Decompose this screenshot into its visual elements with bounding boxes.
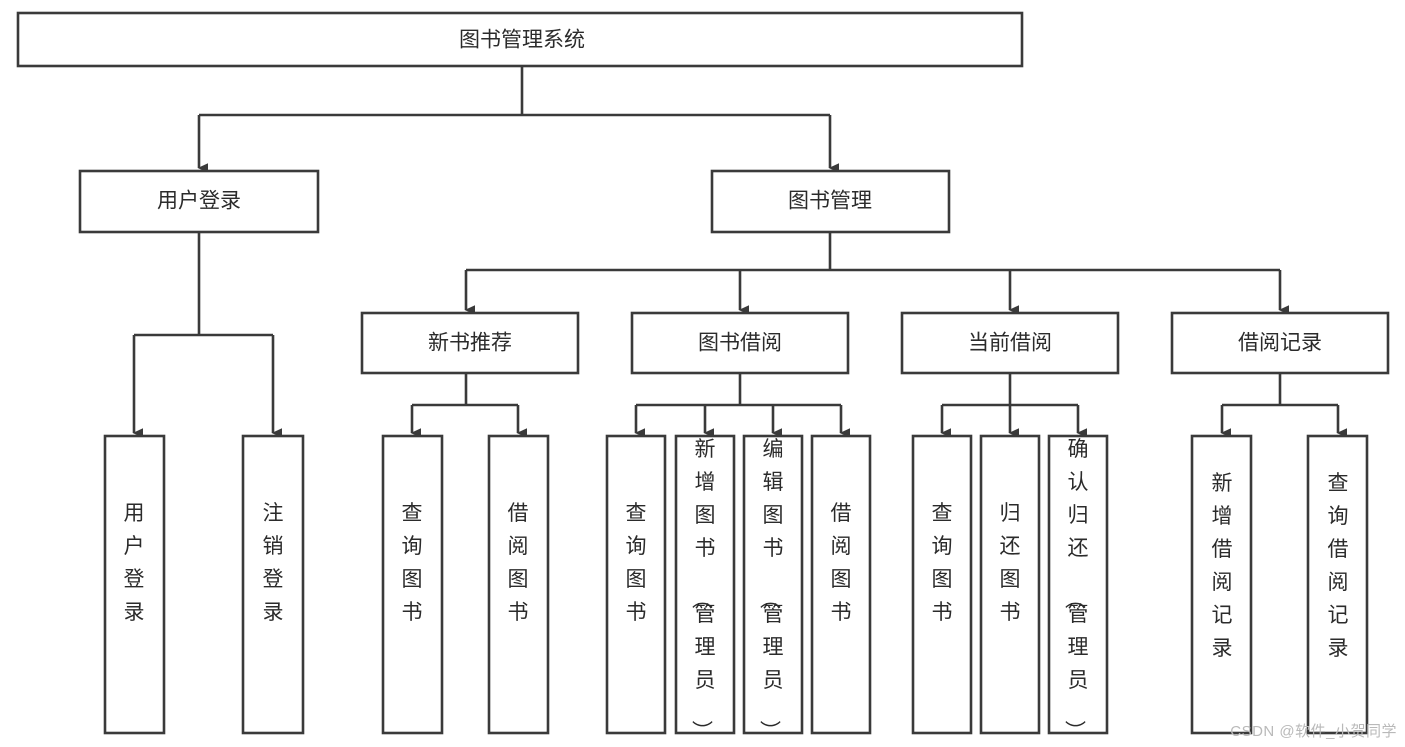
leaf-borrow-book-1-label: 借阅图书 bbox=[508, 502, 529, 624]
node-book-borrow-box bbox=[630, 311, 850, 375]
leaf-borrow-book-1-box bbox=[487, 434, 550, 735]
leaf-edit-book-box bbox=[742, 434, 804, 735]
leaf-query-book-3[interactable]: 查询图书 bbox=[911, 434, 973, 735]
node-borrow-record[interactable]: 借阅记录 bbox=[1170, 311, 1390, 375]
leaf-return-book-label: 归还图书 bbox=[1000, 502, 1021, 624]
leaf-add-book-label: 新增图书（管理员） bbox=[690, 438, 716, 741]
leaf-user-logout-label: 注销登录 bbox=[263, 502, 284, 624]
leaf-query-record[interactable]: 查询借阅记录 bbox=[1306, 434, 1369, 735]
leaf-user-login-box bbox=[103, 434, 166, 735]
leaf-borrow-book-2[interactable]: 借阅图书 bbox=[810, 434, 872, 735]
leaf-query-book-2-box bbox=[605, 434, 667, 735]
node-book-manage[interactable]: 图书管理 bbox=[710, 169, 951, 234]
leaf-query-book-2[interactable]: 查询图书 bbox=[605, 434, 667, 735]
leaf-borrow-book-1[interactable]: 借阅图书 bbox=[487, 434, 550, 735]
node-current-borrow-box bbox=[900, 311, 1120, 375]
node-root-box bbox=[16, 11, 1024, 68]
leaf-add-record-label: 新增借阅记录 bbox=[1212, 472, 1233, 660]
leaf-return-book-box bbox=[979, 434, 1041, 735]
leaf-add-book-box bbox=[674, 434, 736, 735]
leaf-user-logout[interactable]: 注销登录 bbox=[241, 434, 305, 735]
node-user-login[interactable]: 用户登录 bbox=[78, 169, 320, 234]
leaf-edit-book[interactable]: 编辑图书（管理员） bbox=[742, 434, 804, 741]
node-user-login-box bbox=[78, 169, 320, 234]
leaf-borrow-book-2-label: 借阅图书 bbox=[831, 502, 852, 624]
leaf-edit-book-label: 编辑图书（管理员） bbox=[758, 438, 784, 741]
node-root[interactable]: 图书管理系统 bbox=[16, 11, 1024, 68]
node-new-book-recommend[interactable]: 新书推荐 bbox=[360, 311, 580, 375]
leaf-borrow-book-2-box bbox=[810, 434, 872, 735]
node-book-borrow-label: 图书借阅 bbox=[698, 332, 782, 355]
node-current-borrow-label: 当前借阅 bbox=[968, 332, 1052, 355]
node-borrow-record-label: 借阅记录 bbox=[1238, 332, 1322, 355]
node-book-borrow[interactable]: 图书借阅 bbox=[630, 311, 850, 375]
leaf-confirm-return-label: 确认归还（管理员） bbox=[1063, 438, 1089, 741]
leaf-query-book-3-box bbox=[911, 434, 973, 735]
csdn-watermark: CSDN @软件_小贺同学 bbox=[1230, 723, 1397, 740]
node-new-book-recommend-label: 新书推荐 bbox=[428, 332, 512, 355]
leaf-confirm-return-box bbox=[1047, 434, 1109, 735]
leaf-add-record-box bbox=[1190, 434, 1253, 735]
node-current-borrow[interactable]: 当前借阅 bbox=[900, 311, 1120, 375]
leaf-confirm-return[interactable]: 确认归还（管理员） bbox=[1047, 434, 1109, 741]
node-borrow-record-box bbox=[1170, 311, 1390, 375]
node-book-manage-label: 图书管理 bbox=[788, 190, 872, 213]
leaf-add-record[interactable]: 新增借阅记录 bbox=[1190, 434, 1253, 735]
leaf-user-login[interactable]: 用户登录 bbox=[103, 434, 166, 735]
leaf-user-logout-box bbox=[241, 434, 305, 735]
leaf-return-book[interactable]: 归还图书 bbox=[979, 434, 1041, 735]
leaf-add-book[interactable]: 新增图书（管理员） bbox=[674, 434, 736, 741]
node-book-manage-box bbox=[710, 169, 951, 234]
node-root-label: 图书管理系统 bbox=[459, 29, 585, 52]
connector-group bbox=[132, 66, 1348, 438]
node-new-book-recommend-box bbox=[360, 311, 580, 375]
leaf-query-book-3-label: 查询图书 bbox=[932, 502, 953, 624]
leaf-user-login-label: 用户登录 bbox=[124, 502, 145, 624]
leaf-query-record-box bbox=[1306, 434, 1369, 735]
leaf-query-book-2-label: 查询图书 bbox=[626, 502, 647, 624]
node-user-login-label: 用户登录 bbox=[157, 190, 241, 213]
leaf-query-book-1-box bbox=[381, 434, 444, 735]
leaf-query-book-1-label: 查询图书 bbox=[402, 502, 423, 624]
leaf-query-record-label: 查询借阅记录 bbox=[1328, 472, 1349, 660]
leaf-query-book-1[interactable]: 查询图书 bbox=[381, 434, 444, 735]
